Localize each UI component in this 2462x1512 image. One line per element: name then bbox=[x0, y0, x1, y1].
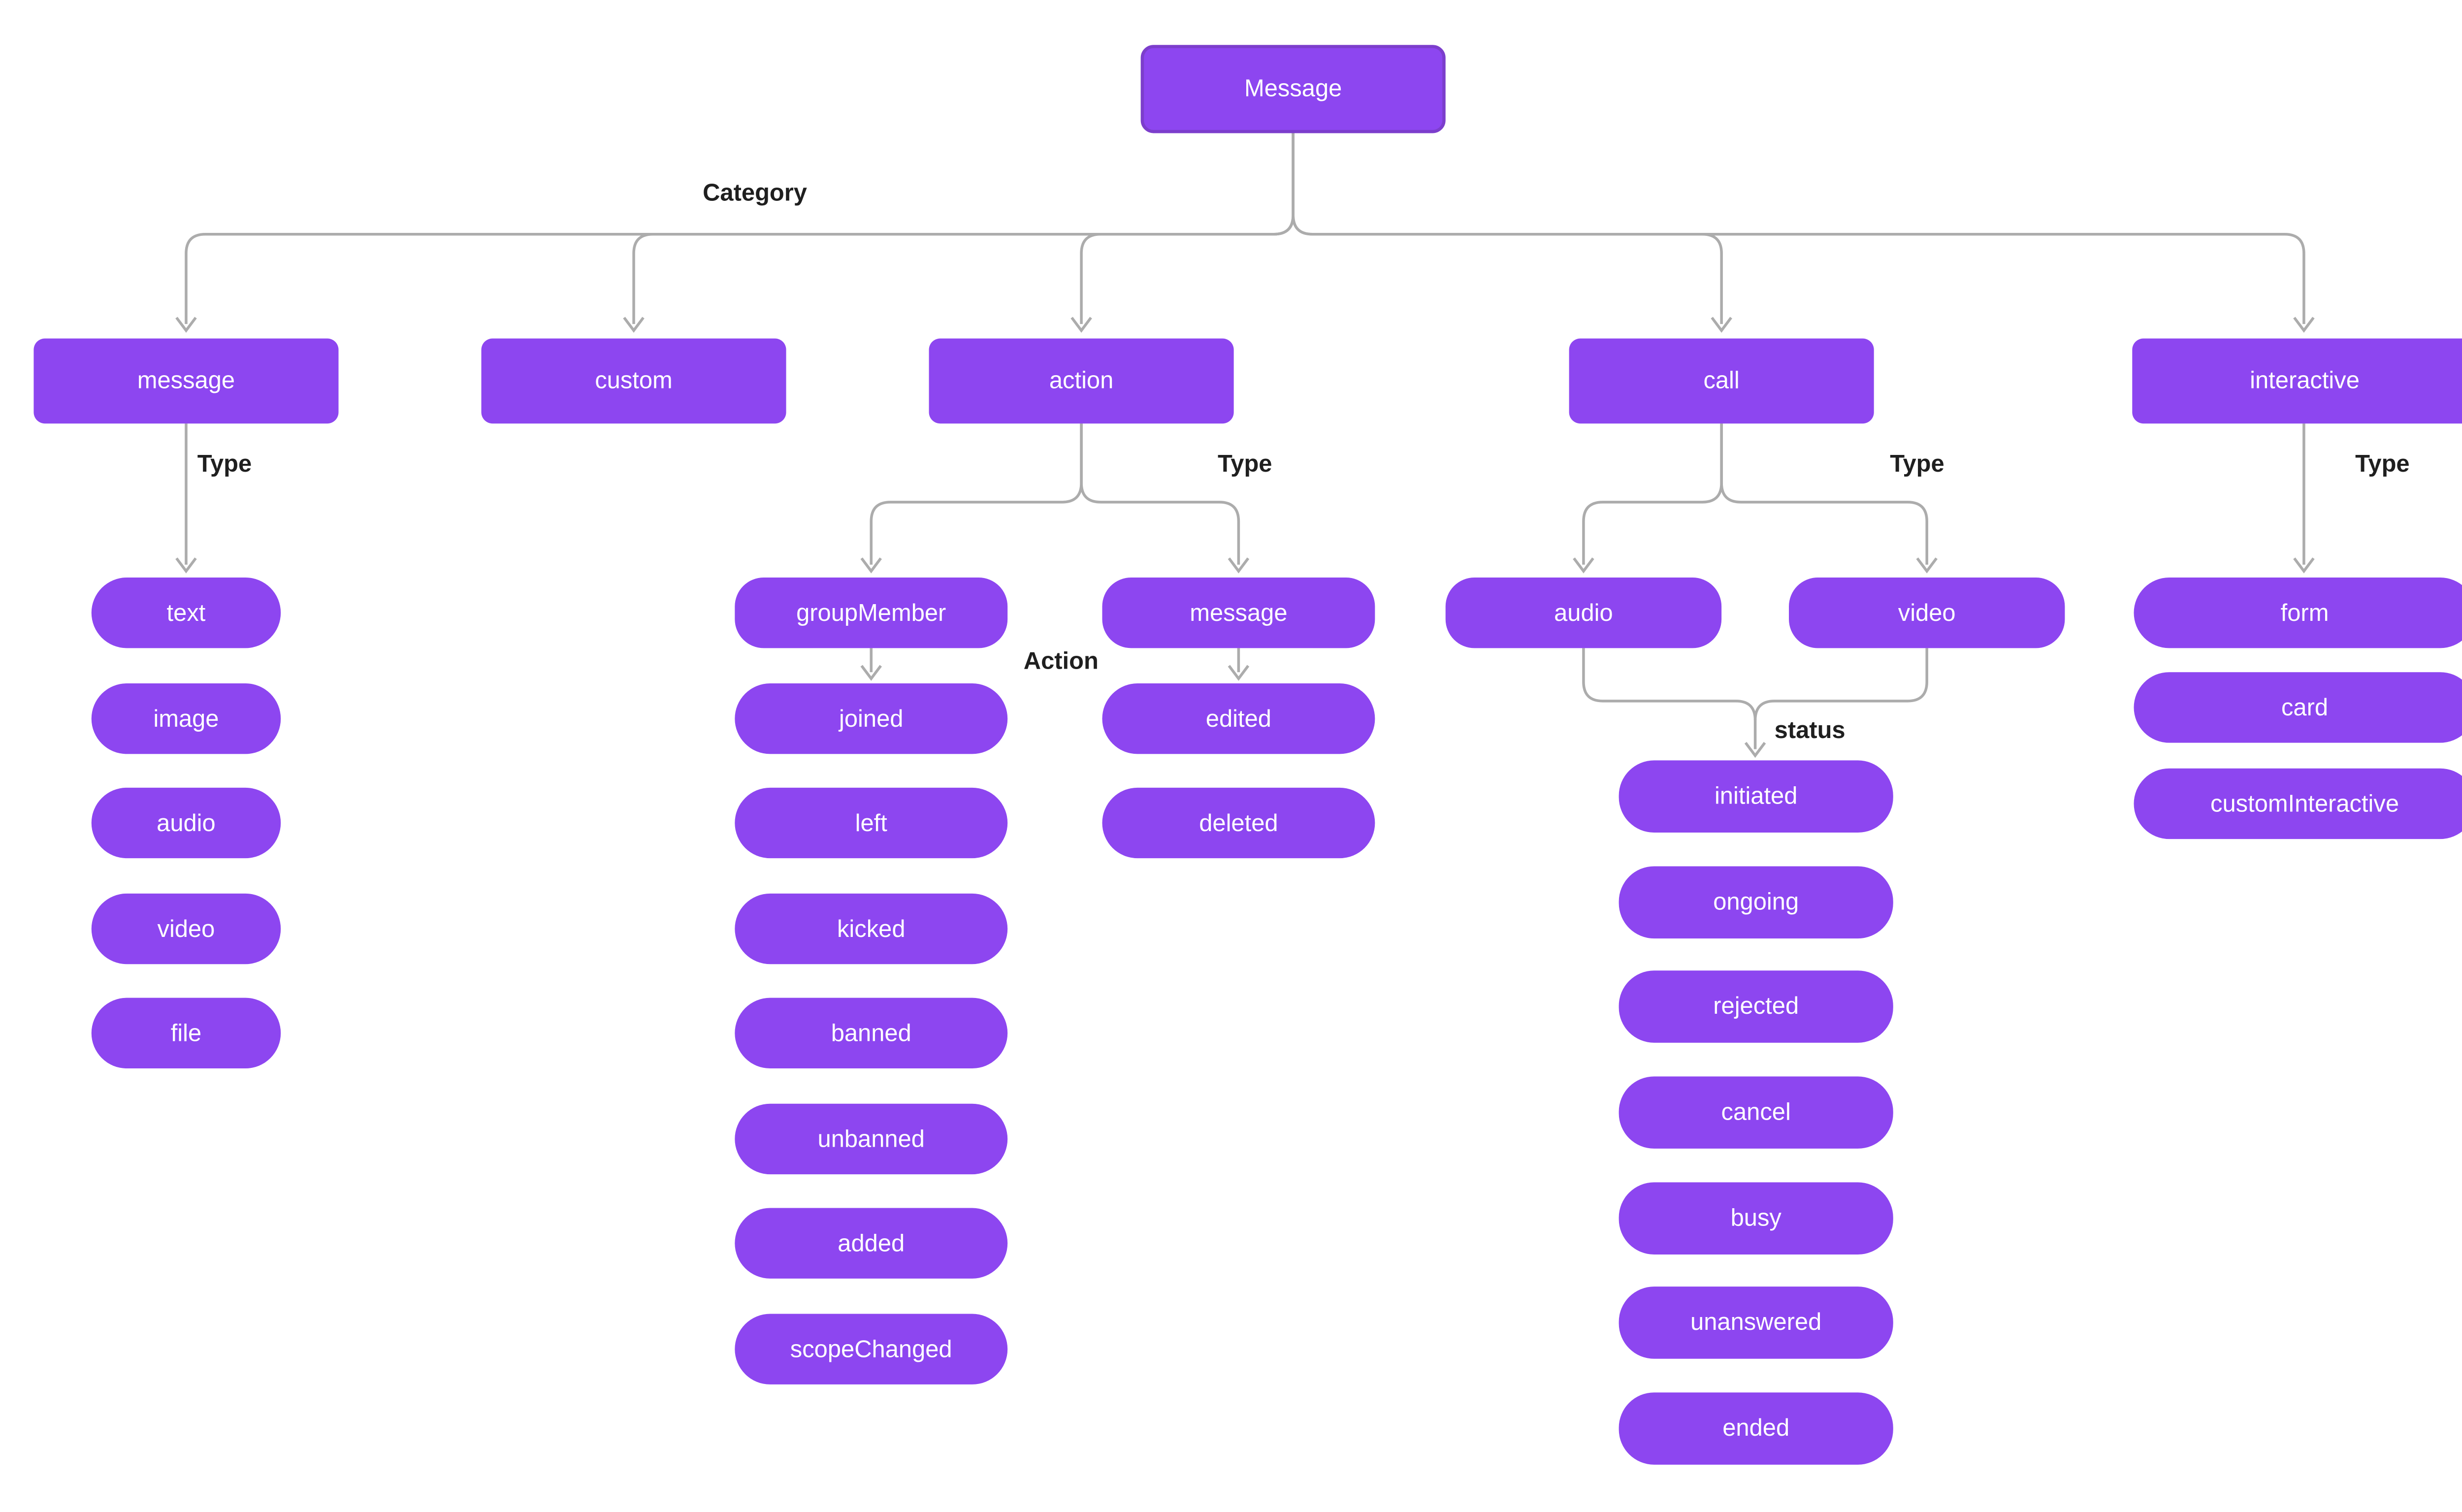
edge-video-status bbox=[1753, 648, 1928, 721]
node-message-action-edited: edited bbox=[1102, 683, 1375, 754]
node-groupmember-action-joined: joined bbox=[735, 683, 1008, 754]
node-groupmember-action-kicked: kicked bbox=[735, 893, 1008, 965]
edge-root-message bbox=[185, 133, 1295, 324]
node-category-call: call bbox=[1569, 338, 1874, 424]
edge-label-type-action: Type bbox=[1218, 450, 1272, 478]
node-call-type-video: video bbox=[1788, 577, 2065, 648]
node-category-action: action bbox=[929, 338, 1234, 424]
node-category-message: message bbox=[33, 338, 339, 424]
node-call-status-initiated: initiated bbox=[1619, 760, 1893, 833]
node-category-custom: custom bbox=[481, 338, 786, 424]
edge-label-type-call: Type bbox=[1890, 450, 1944, 478]
node-message-action-deleted: deleted bbox=[1102, 787, 1375, 859]
node-interactive-type-custominteractive: customInteractive bbox=[2134, 768, 2462, 839]
node-message-type-audio: audio bbox=[91, 787, 281, 859]
node-groupmember-action-unbanned: unbanned bbox=[735, 1103, 1008, 1175]
edge-label-category: Category bbox=[703, 179, 808, 207]
node-interactive-type-form: form bbox=[2134, 577, 2462, 648]
node-action-type-groupmember: groupMember bbox=[735, 577, 1008, 648]
edge-call-audio bbox=[1582, 423, 1723, 565]
edge-audio-status bbox=[1582, 648, 1757, 749]
node-call-status-cancel: cancel bbox=[1619, 1076, 1893, 1149]
node-groupmember-action-scopechanged: scopeChanged bbox=[735, 1314, 1008, 1384]
node-action-type-message: message bbox=[1102, 577, 1375, 648]
node-call-status-rejected: rejected bbox=[1619, 970, 1893, 1043]
edge-label-type-message: Type bbox=[197, 450, 252, 478]
node-call-status-busy: busy bbox=[1619, 1182, 1893, 1255]
node-message-root: Message bbox=[1140, 45, 1446, 133]
edge-label-action: Action bbox=[1023, 648, 1099, 676]
edge-action-groupmember bbox=[870, 423, 1083, 565]
node-category-interactive: interactive bbox=[2132, 338, 2462, 424]
node-interactive-type-card: card bbox=[2134, 672, 2462, 743]
node-call-status-ended: ended bbox=[1619, 1392, 1893, 1465]
node-call-status-unanswered: unanswered bbox=[1619, 1287, 1893, 1359]
edge-root-interactive bbox=[1292, 133, 2305, 324]
edge-action-message bbox=[1080, 423, 1240, 565]
edge-label-status: status bbox=[1774, 717, 1846, 744]
node-message-type-text: text bbox=[91, 577, 281, 648]
node-message-type-video: video bbox=[91, 893, 281, 965]
node-call-type-audio: audio bbox=[1445, 577, 1722, 648]
edge-call-video bbox=[1720, 423, 1928, 565]
node-message-type-file: file bbox=[91, 997, 281, 1069]
edge-label-type-interactive: Type bbox=[2355, 450, 2410, 478]
node-call-status-ongoing: ongoing bbox=[1619, 866, 1893, 939]
node-groupmember-action-banned: banned bbox=[735, 997, 1008, 1069]
edge-root-action bbox=[1080, 133, 1295, 324]
edge-root-custom bbox=[632, 133, 1295, 324]
edge-root-call bbox=[1292, 133, 1723, 324]
node-groupmember-action-added: added bbox=[735, 1208, 1008, 1279]
node-groupmember-action-left: left bbox=[735, 787, 1008, 859]
node-message-type-image: image bbox=[91, 683, 281, 754]
